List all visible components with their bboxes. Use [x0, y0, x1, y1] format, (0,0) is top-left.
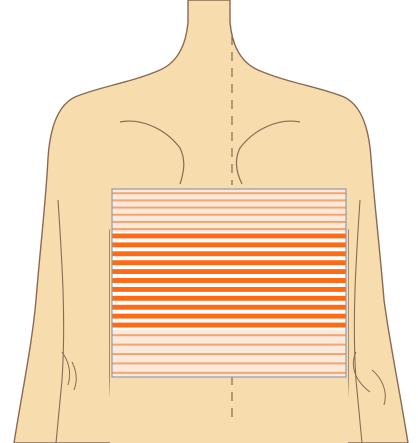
striped-band	[112, 189, 346, 377]
dark-stripe	[112, 323, 346, 328]
light-stripe	[112, 221, 346, 223]
light-stripe	[112, 228, 346, 230]
dark-stripe	[112, 234, 346, 239]
light-stripe	[112, 199, 346, 201]
dark-stripe	[112, 269, 346, 274]
light-stripe	[112, 353, 346, 355]
light-stripe	[112, 372, 346, 374]
dark-stripe	[112, 260, 346, 265]
dark-stripe	[112, 242, 346, 247]
dark-stripe	[112, 314, 346, 319]
light-stripe	[112, 207, 346, 209]
dark-stripe	[112, 296, 346, 301]
light-stripe	[112, 344, 346, 346]
light-stripe	[112, 192, 346, 194]
light-stripe	[112, 334, 346, 336]
light-stripe	[112, 214, 346, 216]
dark-stripe	[112, 305, 346, 310]
dark-stripe	[112, 278, 346, 283]
dark-stripe	[112, 251, 346, 256]
light-stripe	[112, 362, 346, 364]
dark-stripe	[112, 287, 346, 292]
